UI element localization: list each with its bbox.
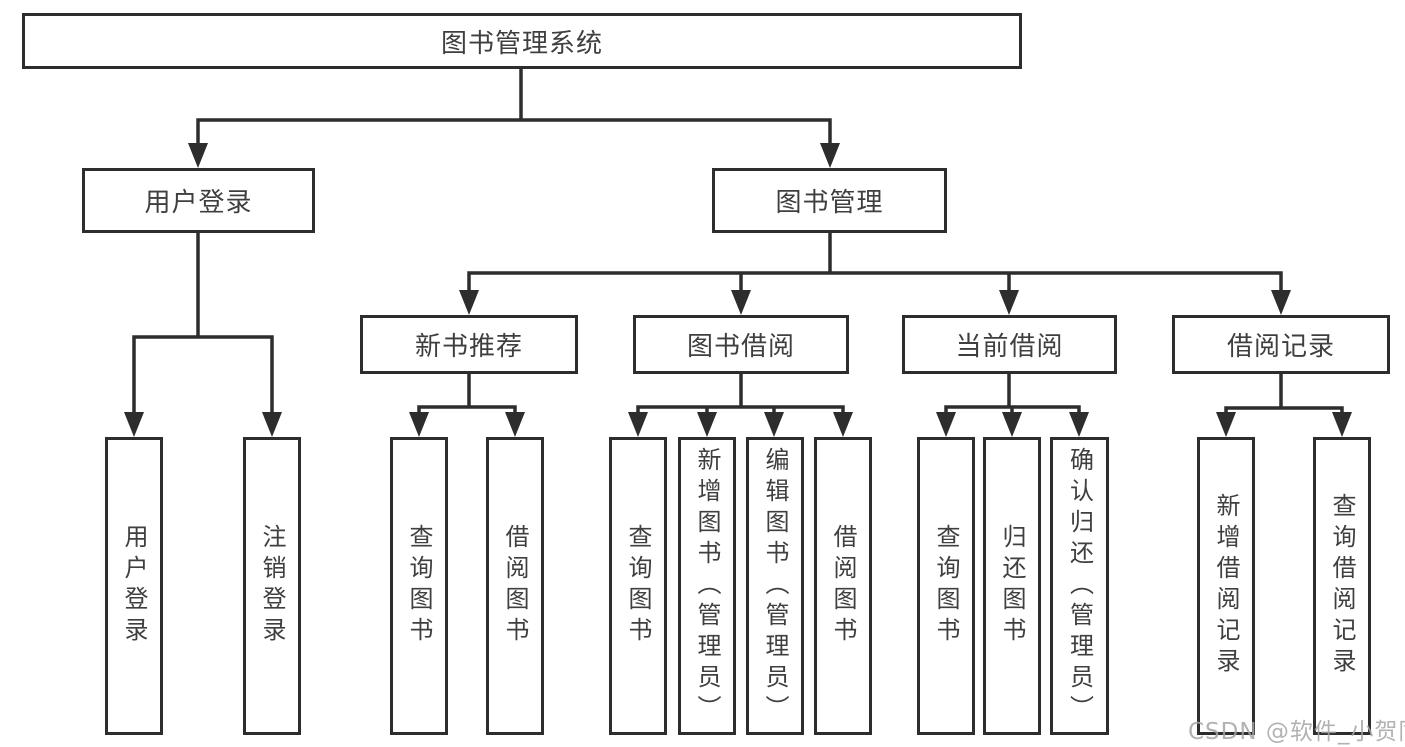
arrow-icon [188, 143, 208, 168]
leaf-record-add: 新增借阅记录 [1197, 437, 1255, 735]
node-book-borrow: 图书借阅 [633, 315, 849, 374]
arrowheads [124, 143, 1352, 437]
csdn-watermark: CSDN @软件_小贺同学 [1188, 719, 1405, 745]
leaf-newbook-borrow: 借阅图书 [486, 437, 544, 735]
arrow-icon [999, 290, 1019, 315]
leaf-record-query-label: 查询借阅记录 [1328, 493, 1356, 679]
edge-root [196, 67, 832, 148]
node-new-book: 新书推荐 [360, 315, 578, 374]
node-borrow-record: 借阅记录 [1172, 315, 1390, 374]
node-book-borrow-label: 图书借阅 [686, 332, 795, 362]
node-user-login-label: 用户登录 [144, 188, 253, 218]
leaf-borrow-query-label: 查询图书 [624, 524, 652, 648]
leaf-borrow-borrow-label: 借阅图书 [829, 524, 857, 648]
arrow-icon [505, 412, 525, 437]
leaf-newbook-query-label: 查询图书 [405, 524, 433, 648]
leaf-current-query: 查询图书 [917, 437, 975, 735]
arrow-icon [1332, 412, 1352, 437]
edge-book-borrow [636, 372, 845, 420]
leaf-current-confirm: 确认归还（管理员） [1050, 437, 1109, 735]
edge-borrow-record [1224, 372, 1344, 420]
leaf-record-add-label: 新增借阅记录 [1212, 493, 1240, 679]
leaf-current-return-label: 归还图书 [998, 524, 1026, 648]
arrow-icon [764, 412, 784, 437]
leaf-logout: 注销登录 [243, 437, 301, 735]
node-book-mgmt: 图书管理 [712, 168, 947, 233]
arrow-icon [936, 412, 956, 437]
node-new-book-label: 新书推荐 [414, 332, 523, 362]
arrow-icon [1002, 412, 1022, 437]
arrow-icon [262, 412, 282, 437]
leaf-borrow-add-label: 新增图书（管理员） [693, 446, 721, 726]
arrow-icon [1069, 412, 1089, 437]
arrow-icon [1271, 290, 1291, 315]
leaf-borrow-borrow: 借阅图书 [814, 437, 872, 735]
node-user-login: 用户登录 [82, 168, 315, 233]
leaf-user-login: 用户登录 [105, 437, 163, 735]
arrow-icon [459, 290, 479, 315]
leaf-record-query: 查询借阅记录 [1313, 437, 1371, 735]
leaf-newbook-borrow-label: 借阅图书 [501, 524, 529, 648]
arrow-icon [124, 412, 144, 437]
arrow-icon [833, 412, 853, 437]
leaf-borrow-query: 查询图书 [609, 437, 667, 735]
leaf-borrow-edit-label: 编辑图书（管理员） [761, 446, 789, 726]
edge-current-borrow [944, 372, 1081, 420]
arrow-icon [820, 143, 840, 168]
node-borrow-record-label: 借阅记录 [1226, 332, 1335, 362]
node-root: 图书管理系统 [22, 13, 1022, 69]
leaf-current-query-label: 查询图书 [932, 524, 960, 648]
edge-new-book [417, 372, 517, 420]
leaf-newbook-query: 查询图书 [390, 437, 448, 735]
arrow-icon [731, 290, 751, 315]
leaf-current-confirm-label: 确认归还（管理员） [1065, 446, 1094, 726]
node-current-borrow-label: 当前借阅 [955, 332, 1064, 362]
edge-book-mgmt [467, 231, 1283, 296]
arrow-icon [1216, 412, 1236, 437]
leaf-borrow-edit: 编辑图书（管理员） [746, 437, 804, 735]
node-root-label: 图书管理系统 [440, 28, 603, 59]
leaf-borrow-add: 新增图书（管理员） [678, 437, 736, 735]
node-current-borrow: 当前借阅 [902, 315, 1117, 374]
leaf-current-return: 归还图书 [983, 437, 1041, 735]
leaf-logout-label: 注销登录 [258, 524, 286, 648]
arrow-icon [409, 412, 429, 437]
node-book-mgmt-label: 图书管理 [775, 188, 884, 218]
arrow-icon [697, 412, 717, 437]
leaf-user-login-label: 用户登录 [120, 524, 148, 648]
edge-user-login [132, 231, 274, 418]
arrow-icon [628, 412, 648, 437]
